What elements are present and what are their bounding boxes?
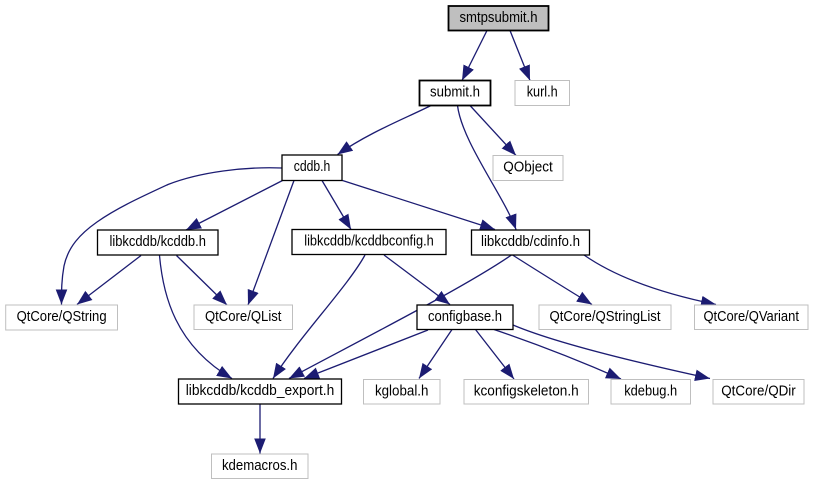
svg-text:kdebug.h: kdebug.h xyxy=(624,384,677,400)
svg-text:QtCore/QVariant: QtCore/QVariant xyxy=(703,309,799,325)
svg-text:QtCore/QString: QtCore/QString xyxy=(17,309,107,325)
svg-text:configbase.h: configbase.h xyxy=(428,309,502,325)
svg-text:libkcddb/cdinfo.h: libkcddb/cdinfo.h xyxy=(481,234,580,250)
svg-text:QtCore/QList: QtCore/QList xyxy=(205,309,282,325)
svg-text:QtCore/QStringList: QtCore/QStringList xyxy=(550,309,661,325)
svg-text:kdemacros.h: kdemacros.h xyxy=(222,458,298,474)
svg-text:kglobal.h: kglobal.h xyxy=(375,384,429,400)
svg-text:cddb.h: cddb.h xyxy=(294,159,331,175)
svg-text:libkcddb/kcddb_export.h: libkcddb/kcddb_export.h xyxy=(186,383,335,399)
svg-text:libkcddb/kcddbconfig.h: libkcddb/kcddbconfig.h xyxy=(304,234,434,250)
svg-text:kurl.h: kurl.h xyxy=(527,85,558,101)
svg-text:QtCore/QDir: QtCore/QDir xyxy=(721,384,796,400)
svg-text:smtpsubmit.h: smtpsubmit.h xyxy=(460,10,538,26)
svg-text:QObject: QObject xyxy=(503,160,553,176)
svg-text:kconfigskeleton.h: kconfigskeleton.h xyxy=(474,384,579,400)
svg-text:libkcddb/kcddb.h: libkcddb/kcddb.h xyxy=(109,234,206,250)
svg-text:submit.h: submit.h xyxy=(430,85,480,101)
